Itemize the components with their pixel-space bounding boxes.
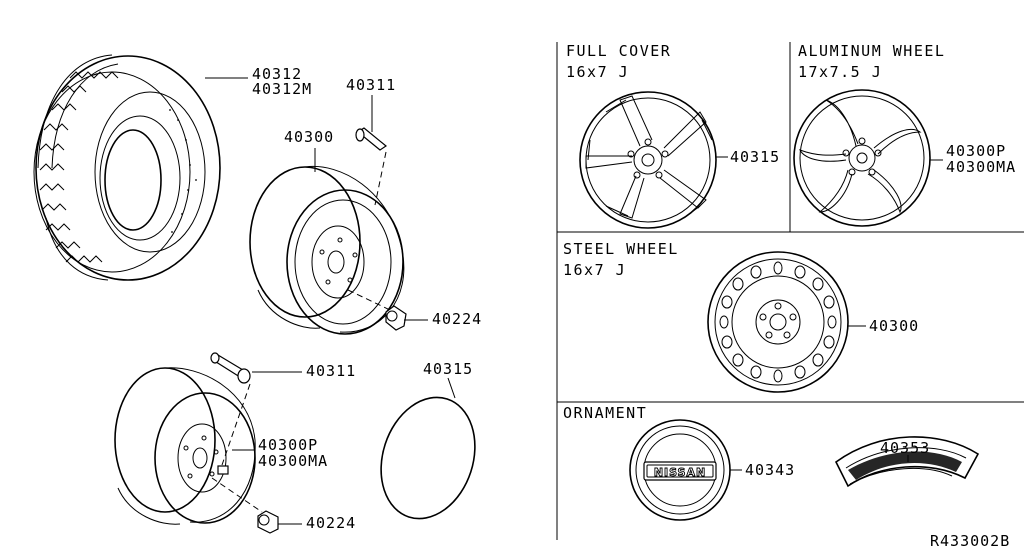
lug-nut-bottom [211,465,279,534]
label-aluminum-wheel-alt: 40300MA [946,158,1016,176]
steel-wheel-illustration [249,165,405,335]
label-cover-left: 40315 [423,360,473,378]
label-valve-bottom: 40311 [306,362,356,380]
label-alloy-wheel-left-alt: 40300MA [258,452,328,470]
wheel-cover-illustration [380,396,476,520]
label-alloy-wheel-left: 40300P [258,436,318,454]
steel-size: 16x7 J [563,261,626,279]
aluminum-size: 17x7.5 J [798,63,882,81]
label-valve-top: 40311 [346,76,396,94]
tire-illustration [33,54,221,281]
panel-dividers [556,42,1024,540]
label-full-cover: 40315 [730,148,780,166]
diagram-id: R433002B [930,532,1010,550]
leader-cover-left [447,377,456,399]
aluminum-title: ALUMINUM WHEEL [798,42,945,60]
valve-stem-bottom [210,352,251,466]
alloy-wheel-illustration [114,367,256,525]
label-nut-top: 40224 [432,310,482,328]
label-tire-part: 40312 [252,65,302,83]
aluminum-wheel-illustration [793,89,931,227]
ornament-illustration: NISSAN [629,419,731,521]
steel-title: STEEL WHEEL [563,240,679,258]
label-ornament: 40343 [745,461,795,479]
lug-nut-top [347,289,407,331]
full-cover-title: FULL COVER [566,42,671,60]
ornament-title: ORNAMENT [563,404,647,422]
valve-stem-top [355,127,388,206]
label-nut-bottom: 40224 [306,514,356,532]
label-steel-wheel: 40300 [869,317,919,335]
label-steel-wheel-left: 40300 [284,128,334,146]
steel-wheel-panel-illustration [707,251,849,393]
full-cover-illustration [579,91,717,229]
ornament-logo-text: NISSAN [654,466,706,479]
label-tire-part-alt: 40312M [252,80,312,98]
label-emblem: 40353 [880,439,930,457]
emblem-illustration [834,436,980,488]
label-aluminum-wheel: 40300P [946,142,1006,160]
full-cover-size: 16x7 J [566,63,629,81]
